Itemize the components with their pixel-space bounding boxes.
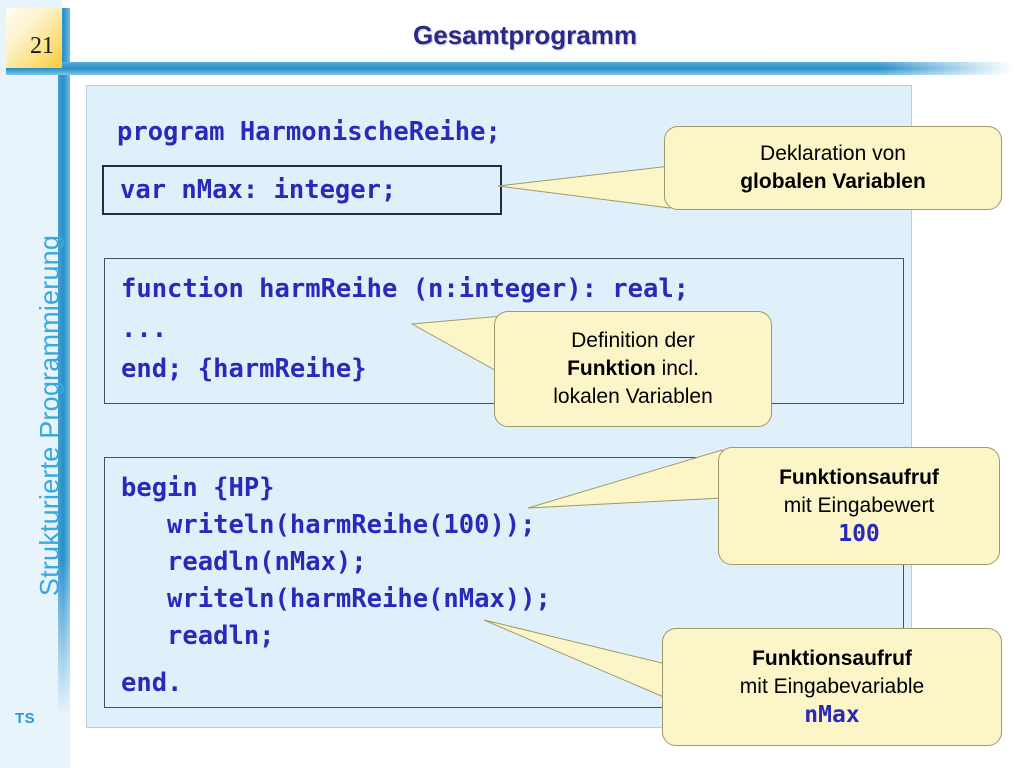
code-line: readln(nMax); bbox=[121, 547, 367, 577]
callout-funktionsaufruf-eingabevariable: Funktionsaufruf mit Eingabevariable nMax bbox=[662, 628, 1002, 746]
callout-line: mit Eingabevariable bbox=[739, 675, 925, 698]
horizontal-rule-fade bbox=[880, 62, 1024, 75]
callout-emphasis: Funktion bbox=[567, 357, 656, 380]
callout-deklaration-globale-variablen: Deklaration von globalen Variablen bbox=[664, 126, 1002, 210]
code-line: var nMax: integer; bbox=[120, 175, 397, 205]
code-line: ... bbox=[121, 314, 168, 344]
callout-definition-funktion: Definition der Funktion incl. lokalen Va… bbox=[494, 311, 772, 427]
callout-line-mixed: Funktion incl. bbox=[509, 355, 757, 383]
code-line: end; {harmReihe} bbox=[121, 354, 367, 384]
page-title: Gesamtprogramm bbox=[413, 20, 637, 50]
code-line: begin {HP} bbox=[121, 473, 275, 503]
code-header-line: program HarmonischeReihe; bbox=[117, 113, 501, 151]
callout-line: mit Eingabewert bbox=[783, 494, 935, 517]
callout-line: Deklaration von bbox=[760, 142, 906, 165]
code-line: function harmReihe (n:integer): real; bbox=[121, 274, 690, 304]
callout-tail-1 bbox=[497, 165, 671, 209]
callout-line: globalen Variablen bbox=[740, 170, 926, 193]
left-sidebar-band bbox=[0, 0, 62, 768]
callout-funktionsaufruf-eingabewert: Funktionsaufruf mit Eingabewert 100 bbox=[718, 447, 1000, 565]
callout-line: Funktionsaufruf bbox=[752, 647, 912, 670]
code-line: program HarmonischeReihe; bbox=[117, 117, 501, 147]
horizontal-blue-rule bbox=[6, 62, 1024, 75]
callout-line-rest: incl. bbox=[655, 357, 699, 380]
callout-value: 100 bbox=[838, 521, 880, 547]
callout-tail-4 bbox=[483, 619, 667, 699]
code-line: readln; bbox=[121, 621, 275, 651]
callout-line: lokalen Variablen bbox=[553, 385, 713, 408]
code-line: writeln(harmReihe(100)); bbox=[121, 510, 536, 540]
callout-tail-3 bbox=[527, 449, 723, 509]
code-line: writeln(harmReihe(nMax)); bbox=[121, 584, 551, 614]
callout-line: Funktionsaufruf bbox=[779, 466, 939, 489]
code-box-global-variables: var nMax: integer; bbox=[102, 165, 502, 215]
slide-number-text: 21 bbox=[30, 32, 54, 59]
callout-line: Definition der bbox=[571, 329, 695, 352]
ts-logo: TS bbox=[15, 710, 36, 727]
code-line: end. bbox=[121, 668, 183, 698]
callout-value: nMax bbox=[804, 702, 860, 728]
slide-number-badge: 21 bbox=[6, 8, 62, 68]
vertical-rule-fade bbox=[58, 560, 70, 768]
sidebar-course-caption: Strukturierte Programmierung bbox=[34, 234, 65, 597]
